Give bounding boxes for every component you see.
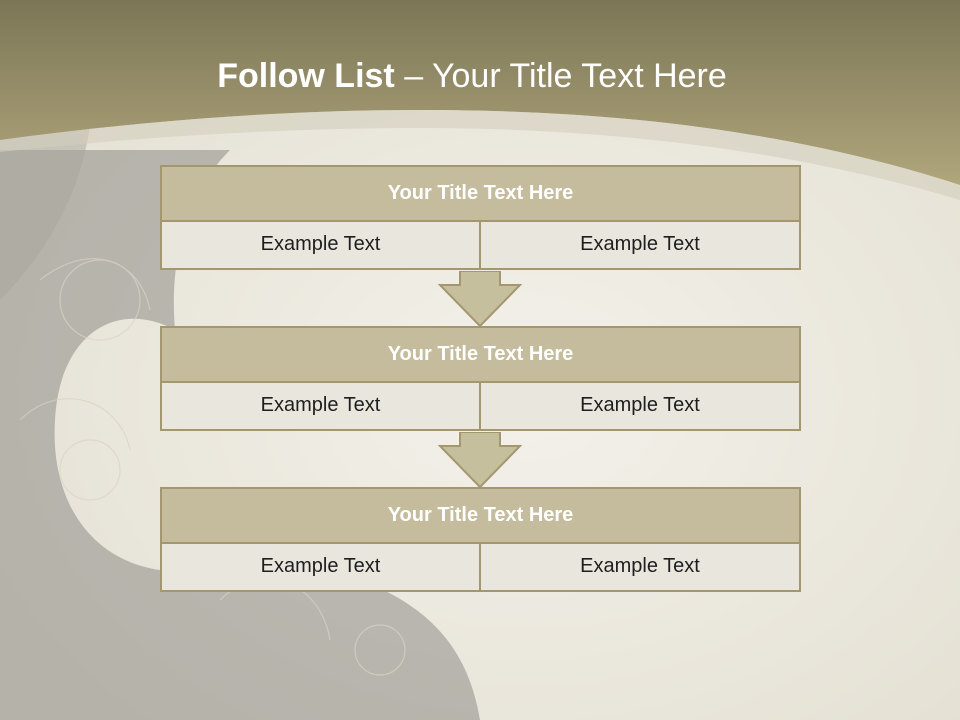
step-cell-right: Example Text bbox=[479, 383, 801, 431]
step-title: Your Title Text Here bbox=[160, 165, 801, 222]
title-rest: – Your Title Text Here bbox=[394, 57, 727, 95]
step-cell-left: Example Text bbox=[160, 222, 481, 270]
step-title: Your Title Text Here bbox=[160, 326, 801, 383]
step-cell-right: Example Text bbox=[479, 544, 801, 592]
down-arrow-icon bbox=[438, 432, 522, 488]
page-title: Follow List – Your Title Text Here bbox=[0, 56, 944, 96]
step-block-2: Your Title Text Here Example Text Exampl… bbox=[160, 326, 801, 431]
title-lead: Follow List bbox=[217, 57, 395, 95]
down-arrow-icon bbox=[438, 271, 522, 327]
step-cell-left: Example Text bbox=[160, 544, 481, 592]
step-block-1: Your Title Text Here Example Text Exampl… bbox=[160, 165, 801, 270]
header-band bbox=[0, 0, 960, 185]
step-block-3: Your Title Text Here Example Text Exampl… bbox=[160, 487, 801, 592]
floral-silhouette bbox=[0, 150, 480, 720]
step-title: Your Title Text Here bbox=[160, 487, 801, 544]
step-cell-left: Example Text bbox=[160, 383, 481, 431]
step-cell-right: Example Text bbox=[479, 222, 801, 270]
